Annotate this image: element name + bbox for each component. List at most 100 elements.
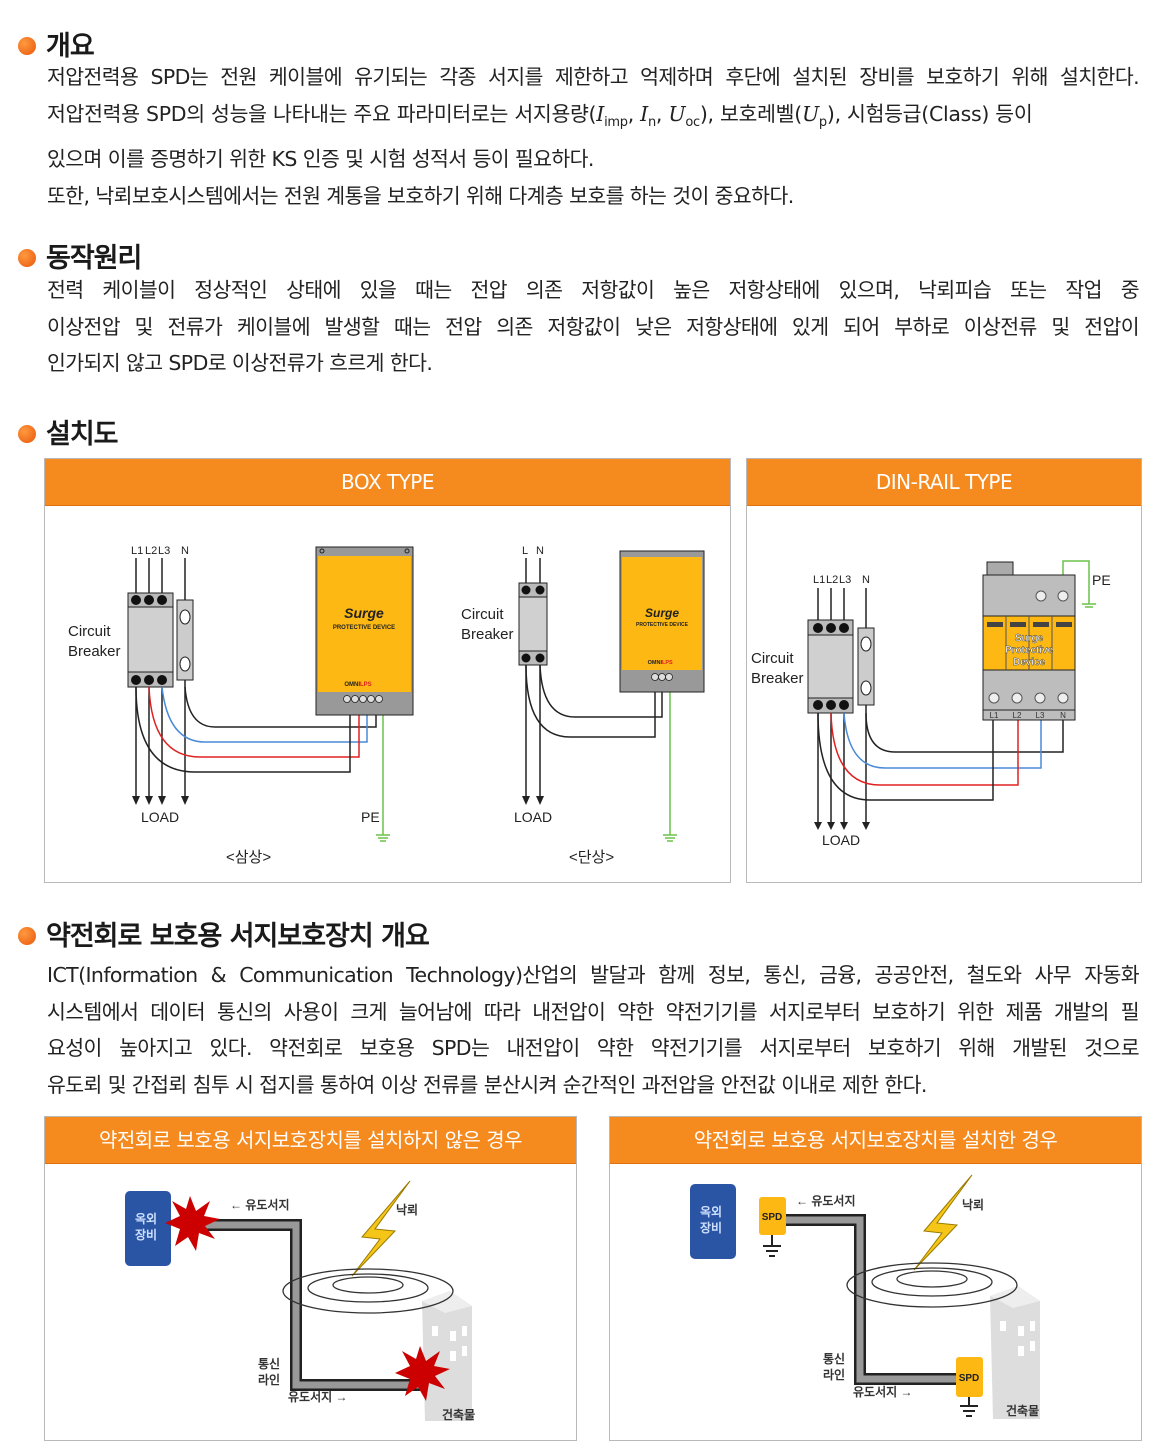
text-line: 이상전압 및 전류가 케이블에 발생할 때는 전압 의존 저항값이 낮은 저항상… bbox=[47, 314, 1139, 339]
spd-box-3p: Surge PROTECTIVE DEVICE OMNI LPS bbox=[315, 546, 414, 716]
lightning-label: 낙뢰 bbox=[396, 1202, 418, 1217]
explosion-icon bbox=[165, 1196, 220, 1251]
symbol: U bbox=[801, 101, 819, 126]
induction-waves bbox=[846, 1262, 1018, 1308]
text-line: ICT(Information & Communication Technolo… bbox=[47, 963, 1139, 987]
bullet-icon bbox=[18, 926, 36, 945]
equipment-label: 옥외 bbox=[135, 1211, 157, 1226]
section-heading-overview: 개요 bbox=[18, 24, 95, 63]
heading-text: 개요 bbox=[46, 31, 95, 62]
circuit-breaker-label: Breaker bbox=[461, 626, 514, 643]
text-line: 요성이 높아지고 있다. 약전회로 보호용 SPD는 내전압이 약한 약전기기를… bbox=[47, 1036, 1139, 1060]
brand-omni: OMNI bbox=[344, 682, 360, 688]
symbol: U bbox=[668, 101, 686, 126]
line-label: 라인 bbox=[823, 1367, 845, 1382]
section-heading-signal: 약전회로 보호용 서지보호장치 개요 bbox=[18, 914, 430, 953]
overview-paragraph: 저압전력용 SPD는 전원 케이블에 유기되는 각종 서지를 제한하고 억제하며… bbox=[47, 59, 1139, 214]
surge-out-label: 유도서지 → bbox=[288, 1389, 348, 1404]
spd-device-icon: SPD bbox=[759, 1197, 786, 1257]
line-label: 라인 bbox=[258, 1372, 280, 1387]
equipment-label: 옥외 bbox=[700, 1204, 722, 1219]
section-heading-install: 설치도 bbox=[18, 412, 119, 451]
spd-label: SPD bbox=[959, 1373, 980, 1384]
box-type-panel: BOX TYPE L1 L2 L3 N Circuit Breaker bbox=[44, 458, 731, 883]
label-l1: L1 bbox=[813, 574, 825, 586]
subscript: n bbox=[647, 114, 656, 130]
heading-text: 약전회로 보호용 서지보호장치 개요 bbox=[46, 921, 430, 952]
section-heading-principle: 동작원리 bbox=[18, 236, 142, 275]
building-label: 건축물 bbox=[1006, 1403, 1039, 1418]
brand-tagline: PROTECTIVE DEVICE bbox=[636, 622, 689, 628]
heading-text: 설치도 bbox=[46, 419, 119, 450]
surge-in-label: ← 유도서지 bbox=[796, 1193, 856, 1208]
heading-text: 동작원리 bbox=[46, 243, 142, 274]
text: 저압전력용 SPD의 성능을 나타내는 주요 파라미터로는 서지용량( bbox=[47, 101, 597, 126]
brand-lps: LPS bbox=[662, 660, 673, 666]
text-line: 저압전력용 SPD의 성능을 나타내는 주요 파라미터로는 서지용량(Iimp,… bbox=[47, 96, 1139, 142]
text: , bbox=[627, 101, 641, 126]
outdoor-equipment-icon bbox=[125, 1191, 171, 1266]
text-line: 있으며 이를 증명하기 위한 KS 인증 및 시험 성적서 등이 필요하다. bbox=[47, 147, 594, 172]
brand-logo: Surge bbox=[645, 606, 679, 620]
text-line: 전력 케이블이 정상적인 상태에 있을 때는 전압 의존 저항값이 높은 저항상… bbox=[47, 278, 1139, 302]
circuit-breaker-3p bbox=[127, 592, 194, 688]
outdoor-equipment-icon bbox=[690, 1184, 736, 1259]
din-rail-spd-module: Surge Protective Device L1 L2 L3 N bbox=[982, 561, 1076, 721]
panel-header: DIN-RAIL TYPE bbox=[747, 459, 1141, 506]
brand-omni: OMNI bbox=[648, 660, 663, 666]
symbol: I bbox=[640, 101, 648, 126]
label-n: N bbox=[862, 574, 870, 586]
din-rail-type-panel: DIN-RAIL TYPE L1 L2 L3 N Circuit Breaker bbox=[746, 458, 1142, 883]
subscript: imp bbox=[604, 114, 628, 130]
pe-label: PE bbox=[1092, 572, 1111, 588]
brand-tagline: PROTECTIVE DEVICE bbox=[333, 625, 395, 631]
load-label: LOAD bbox=[514, 809, 552, 825]
terminal-label: L3 bbox=[1036, 711, 1045, 720]
din-rail-wiring-diagram: L1 L2 L3 N Circuit Breaker bbox=[751, 560, 1111, 848]
symbol: I bbox=[596, 101, 605, 126]
spd-label: Device bbox=[1013, 657, 1046, 668]
spd-label: Protective bbox=[1005, 645, 1054, 656]
spd-box-1p: Surge PROTECTIVE DEVICE OMNI LPS bbox=[619, 550, 705, 693]
signal-paragraph: ICT(Information & Communication Technolo… bbox=[47, 957, 1139, 1103]
text: ), 보호레벨( bbox=[699, 101, 802, 126]
subscript: p bbox=[818, 114, 827, 130]
lightning-icon bbox=[913, 1174, 973, 1271]
brand-lps: LPS bbox=[360, 682, 372, 688]
text-line: 인가되지 않고 SPD로 이상전류가 흐르게 한다. bbox=[47, 351, 433, 375]
building-label: 건축물 bbox=[442, 1407, 475, 1422]
panel-header: BOX TYPE bbox=[45, 459, 730, 506]
surge-out-label: 유도서지 → bbox=[853, 1384, 913, 1399]
explosion-icon bbox=[395, 1346, 450, 1401]
circuit-breaker-label: Circuit bbox=[461, 606, 504, 623]
communication-line bbox=[180, 1219, 420, 1391]
panel-header: 약전회로 보호용 서지보호장치를 설치하지 않은 경우 bbox=[45, 1117, 576, 1164]
terminal-label: L1 bbox=[990, 711, 999, 720]
box-type-wiring-diagram: L1 L2 L3 N Circuit Breaker bbox=[68, 545, 705, 866]
spd-device-icon: SPD bbox=[956, 1357, 983, 1417]
lightning-label: 낙뢰 bbox=[962, 1197, 984, 1212]
line-label: 통신 bbox=[258, 1356, 280, 1371]
induction-waves bbox=[282, 1268, 454, 1314]
subscript: oc bbox=[685, 114, 700, 130]
brand-logo: Surge bbox=[344, 605, 384, 621]
terminal-label: N bbox=[1060, 711, 1066, 720]
label-l3: L3 bbox=[839, 574, 851, 586]
text: , bbox=[655, 101, 669, 126]
circuit-breaker-label: Circuit bbox=[751, 650, 794, 667]
label-n: N bbox=[536, 545, 544, 557]
text-line: 유도뢰 및 간접뢰 침투 시 접지를 통하여 이상 전류를 분산시켜 순간적인 … bbox=[47, 1072, 927, 1097]
text-line: 시스템에서 데이터 통신의 사용이 크게 늘어남에 따라 내전압이 약한 약전기… bbox=[47, 999, 1139, 1024]
bullet-icon bbox=[18, 248, 36, 267]
text: ), 시험등급(Class) 등이 bbox=[826, 101, 1033, 126]
text-line: 또한, 낙뢰보호시스템에서는 전원 계통을 보호하기 위해 다계층 보호를 하는… bbox=[47, 183, 794, 208]
text-line: 저압전력용 SPD는 전원 케이블에 유기되는 각종 서지를 제한하고 억제하며… bbox=[47, 65, 1139, 89]
label-l1: L1 bbox=[131, 545, 143, 557]
equipment-label: 장비 bbox=[700, 1220, 722, 1235]
bullet-icon bbox=[18, 424, 36, 443]
load-label: LOAD bbox=[141, 809, 179, 825]
